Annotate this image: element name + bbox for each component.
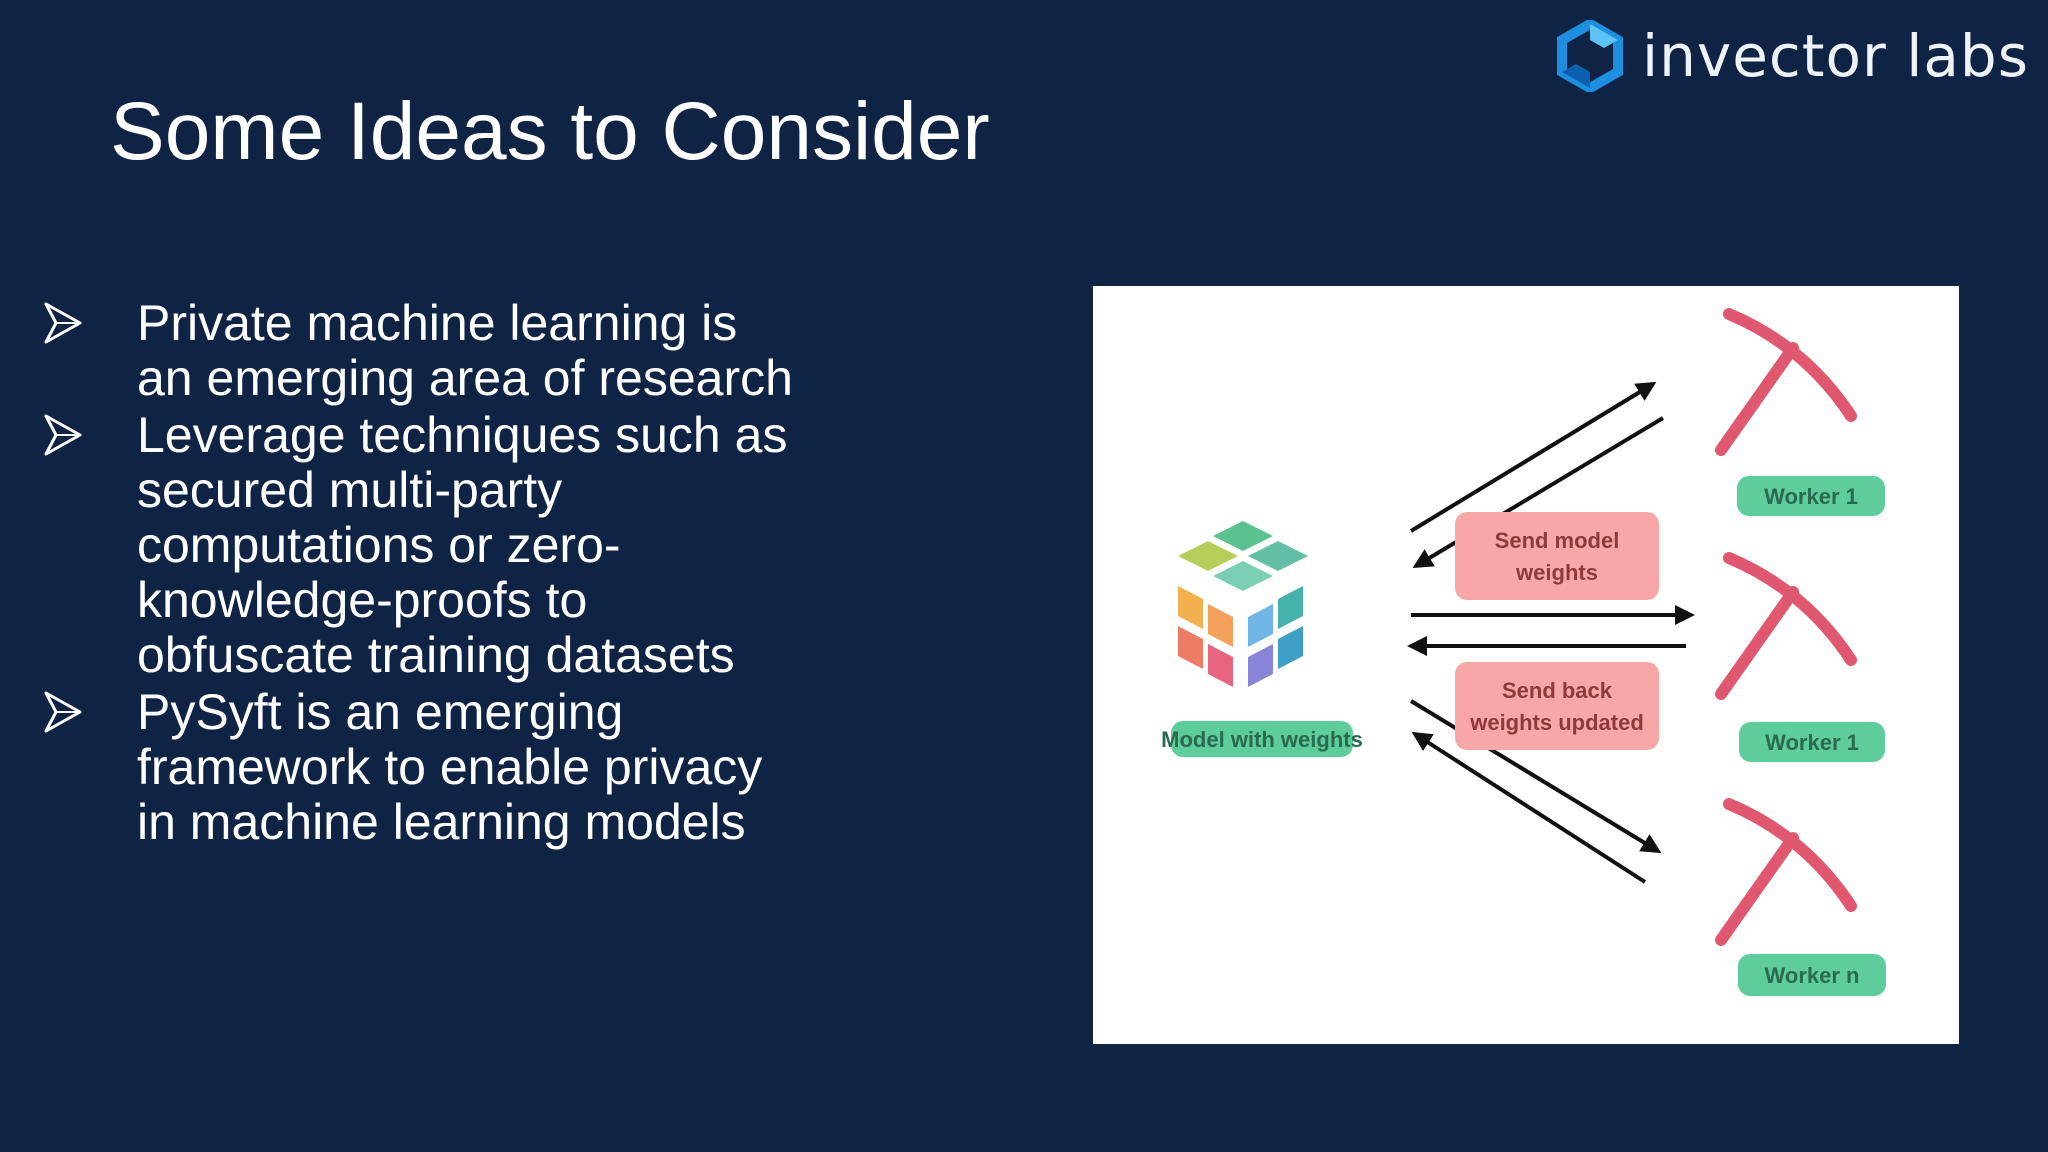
bullet-item: Private machine learning is an emerging … [40,296,800,406]
pickaxe-icon [1715,308,1857,456]
pickaxe-icon [1715,798,1857,946]
arrow-from-worker-n [1411,731,1647,884]
bullet-item: PySyft is an emerging framework to enabl… [40,685,800,850]
worker-n-pill [1738,954,1886,996]
model-cube-icon [1178,521,1308,687]
worker-2-pill [1739,722,1885,762]
bullet-list: Private machine learning is an emerging … [40,296,800,850]
logo-text: invector labs [1642,22,2029,90]
send-back-box [1455,662,1659,750]
bullet-text: Private machine learning is an emerging … [137,295,793,406]
worker-2: Worker 1 [1715,552,1885,762]
invector-labs-logo: invector labs [1556,16,2029,96]
bullet-text: PySyft is an emerging framework to enabl… [137,684,763,850]
diagram-canvas: Model with weights Send model weights Se… [1161,308,1886,996]
arrow-bullet-icon [44,414,82,456]
send-back-label-line2: weights updated [1469,710,1644,735]
send-weights-box [1455,512,1659,600]
worker-n: Worker n [1715,798,1886,996]
bullet-text: Leverage techniques such as secured mult… [137,407,788,683]
arrow-to-worker-1 [1409,381,1657,533]
model-label-pill [1171,721,1353,757]
send-weights-label-line1: Send model [1495,528,1620,553]
hexagon-logo-icon [1557,20,1623,92]
worker-2-label: Worker 1 [1765,730,1859,755]
send-weights-label-line2: weights [1515,560,1598,585]
slide-title: Some Ideas to Consider [110,86,990,177]
pickaxe-icon [1715,552,1857,700]
worker-1: Worker 1 [1715,308,1885,516]
federated-learning-diagram: Model with weights Send model weights Se… [1093,286,1959,1044]
model-label: Model with weights [1161,727,1363,752]
worker-1-pill [1737,476,1885,516]
arrow-bullet-icon [44,302,82,344]
worker-n-label: Worker n [1765,963,1860,988]
bullet-item: Leverage techniques such as secured mult… [40,408,800,683]
arrow-bullet-icon [44,691,82,733]
arrow-to-worker-n [1409,699,1662,854]
worker-1-label: Worker 1 [1764,484,1858,509]
send-back-label-line1: Send back [1502,678,1613,703]
